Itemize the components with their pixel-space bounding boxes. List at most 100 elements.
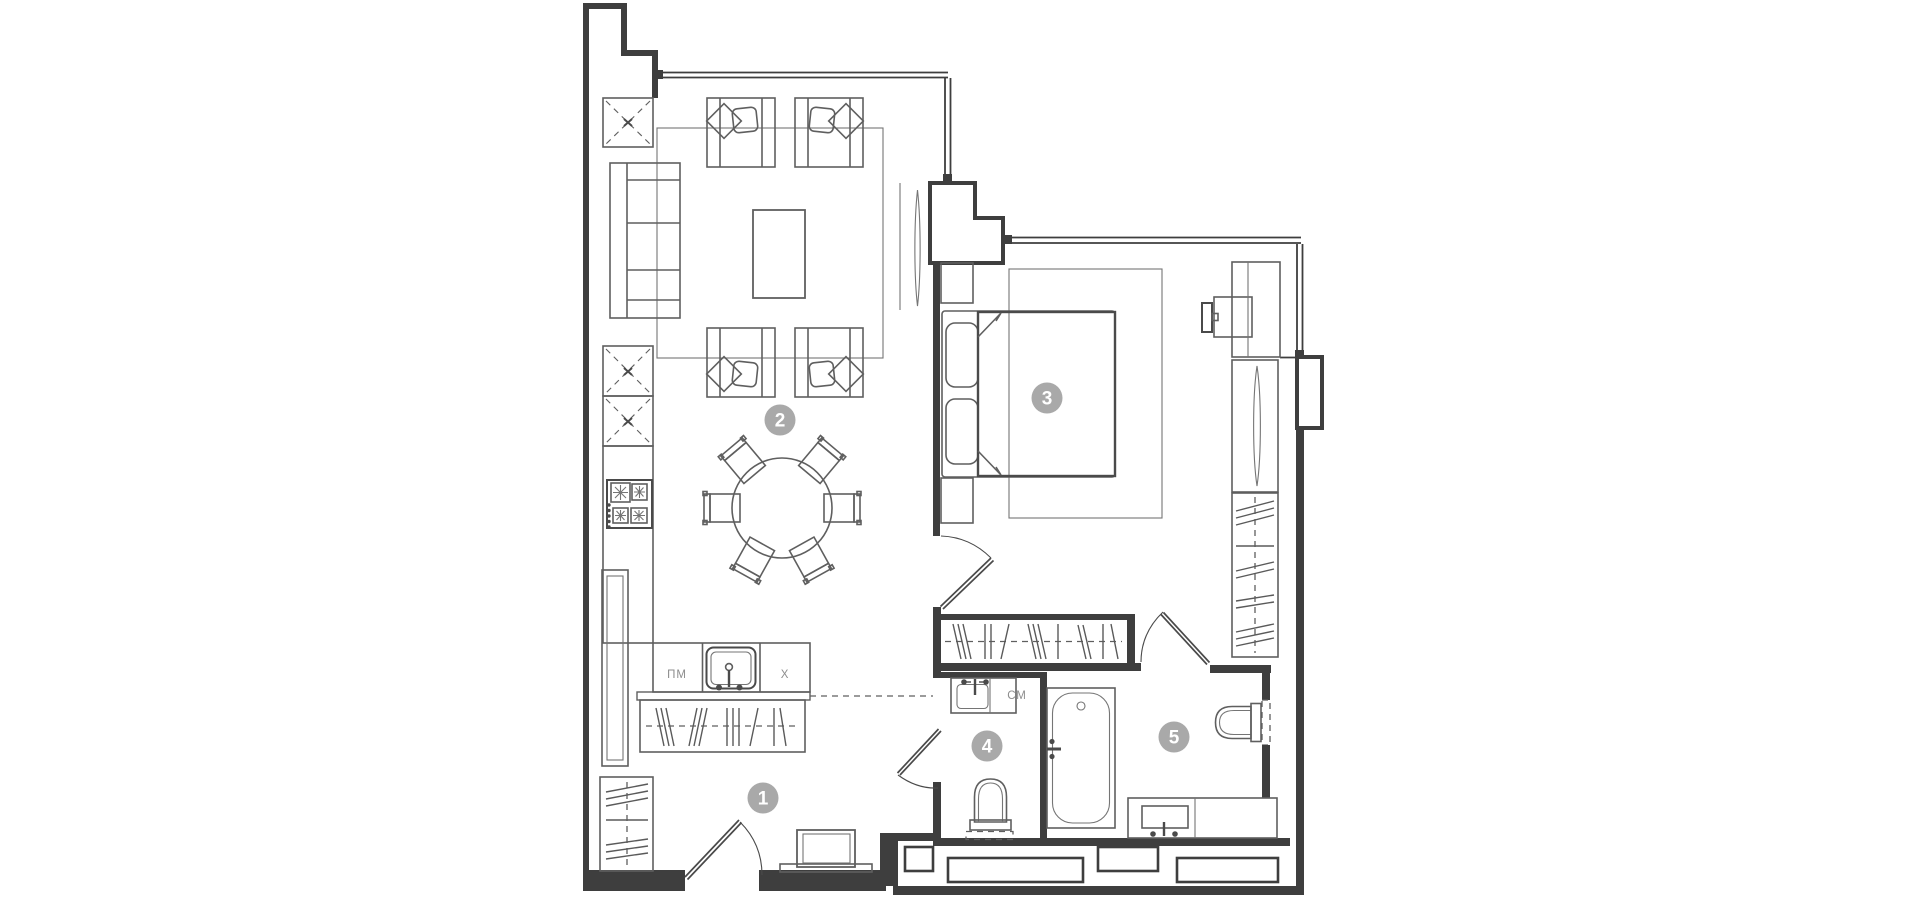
wall-bottom-hall-right [759,870,886,891]
toilet-icon [965,778,1014,841]
dining-chair [823,490,862,526]
armchair [705,327,776,398]
wall-chimney-top [583,3,627,9]
wall-pier-between-windows [928,181,1005,265]
closet-hanging-strip [945,623,1122,660]
blanket [976,310,1117,478]
cushion [808,360,836,388]
room-label-3: 3 [1031,382,1063,414]
washbasin-icon [950,677,1017,714]
toilet-mat [965,830,1014,841]
entry-door [684,819,763,881]
kitchen-sink-icon [705,646,757,691]
vent-shaft-icon [602,345,654,397]
cushion [731,360,759,388]
coffee-table [752,209,806,299]
bathroom [1046,687,1278,839]
wall-pier [946,856,1085,884]
cushion [808,106,836,134]
wall-divider-lower [933,607,941,678]
room-labels: 1 2 3 4 5 [747,382,1190,814]
wall-wc-left-lower [933,782,941,846]
window-band-bedroom [1003,235,1304,359]
wall-pier [1096,845,1160,873]
wall-pier [903,845,935,873]
cushion-diamond [827,355,865,393]
vanity-sink-icon [1127,797,1278,839]
cushion-diamond [827,102,865,140]
wall-left [583,3,589,872]
dining-chair [797,434,847,485]
armchair [705,97,776,168]
wall-junction-side [880,841,898,886]
dining-chair [788,536,836,586]
blanket-folds [977,312,1002,476]
wall-bath-right-a [1262,673,1270,700]
laptop [796,829,856,868]
bathroom-door [1140,611,1211,666]
nightstand [940,477,974,524]
dining-table [731,457,833,559]
wall-chimney-right [621,3,627,56]
wall-closet-strip-bottom [933,663,1141,671]
pillow [945,398,979,465]
wc-room: СМ [950,677,1026,841]
room-number: 4 [982,737,993,758]
dining-chair [728,536,776,586]
bedroom-rug [1008,268,1163,519]
area-rug [656,127,884,359]
wall-closet-strip-top [933,614,1135,620]
bedroom-door [939,535,995,610]
vent-shaft-icon [602,97,654,148]
cushion [731,106,759,134]
room-number: 5 [1169,728,1180,749]
wall-bottom-bath [893,886,1304,895]
bedroom-cabinet [1231,261,1281,358]
tv-icon [1201,296,1253,338]
room-label-5: 5 [1158,721,1190,753]
room-number: 2 [775,411,786,432]
dining-chair [702,490,741,526]
tv-stand [1213,296,1253,338]
curtain [914,189,921,307]
wc-door [896,728,942,789]
wall-notch-right [1295,355,1324,430]
entry-closet [599,776,654,872]
wall-bath-right-b [1262,745,1270,798]
room-number: 1 [758,789,769,810]
room-label-1: 1 [747,782,779,814]
dining-chairs [702,434,862,586]
wall-piers [903,845,1280,884]
wall-right [1296,424,1304,895]
room-label-2: 2 [764,404,796,436]
interior-walls [899,183,1290,846]
living-area [609,97,921,586]
wall-closet-strip-cap [1127,620,1135,663]
toilet-icon [1214,702,1262,743]
wall-wc-bath-divider [1040,678,1047,846]
room-label-4: 4 [971,730,1003,762]
hallway [599,569,873,873]
window-band-living [655,70,952,184]
hallway-closet [639,699,806,753]
bed [941,310,1117,478]
counter-front-edge [636,691,811,701]
dishwasher-label: ПМ [667,669,687,681]
closet-hanging-east [1231,492,1279,658]
vent-shaft-icon [602,395,654,447]
mirror-door [1253,365,1261,487]
wall-living-bedroom [933,263,940,536]
dining-chair [717,434,767,485]
armchair [794,97,865,168]
fridge-label: X [781,669,790,681]
wall-wc-top [941,672,1047,678]
wall-step-top [621,50,658,56]
wall-bath-top-right [1210,665,1271,673]
wall-junction-top [880,833,941,841]
sliding-wardrobe [1231,359,1279,493]
nightstand [940,262,974,304]
stove-icon [606,479,653,529]
room-number: 3 [1042,389,1053,410]
